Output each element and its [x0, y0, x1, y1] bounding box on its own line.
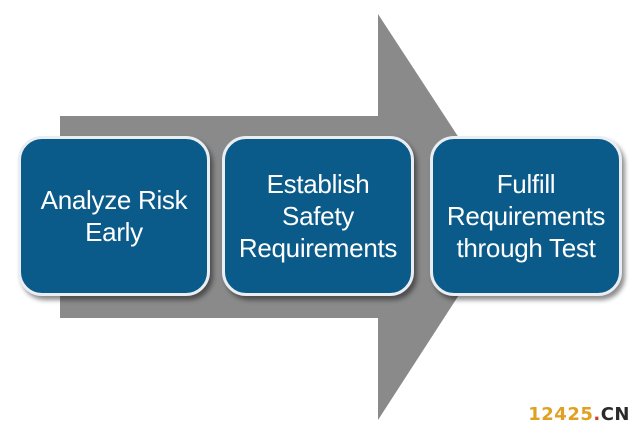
step-box-establish-safety: Establish Safety Requirements	[222, 136, 414, 296]
step-label-line: Safety	[282, 201, 354, 231]
step-label-line: Establish	[266, 169, 370, 199]
site-watermark: 12425.CN	[528, 404, 630, 425]
watermark-tld: CN	[600, 404, 630, 425]
step-label: Establish Safety Requirements	[238, 168, 398, 264]
step-label: Fulfill Requirements through Test	[446, 168, 606, 264]
step-box-analyze-risk: Analyze Risk Early	[18, 136, 210, 296]
step-label-line: Requirements	[238, 233, 398, 263]
step-label-line: Early	[85, 217, 143, 247]
step-label-line: through Test	[456, 233, 596, 263]
step-label-line: Requirements	[446, 201, 606, 231]
step-box-fulfill-requirements: Fulfill Requirements through Test	[430, 136, 622, 296]
step-label-line: Analyze Risk	[40, 185, 188, 215]
step-label: Analyze Risk Early	[41, 184, 188, 248]
watermark-dot: .	[593, 404, 601, 425]
step-label-line: Fulfill	[496, 169, 556, 199]
watermark-number: 12425	[528, 404, 594, 425]
